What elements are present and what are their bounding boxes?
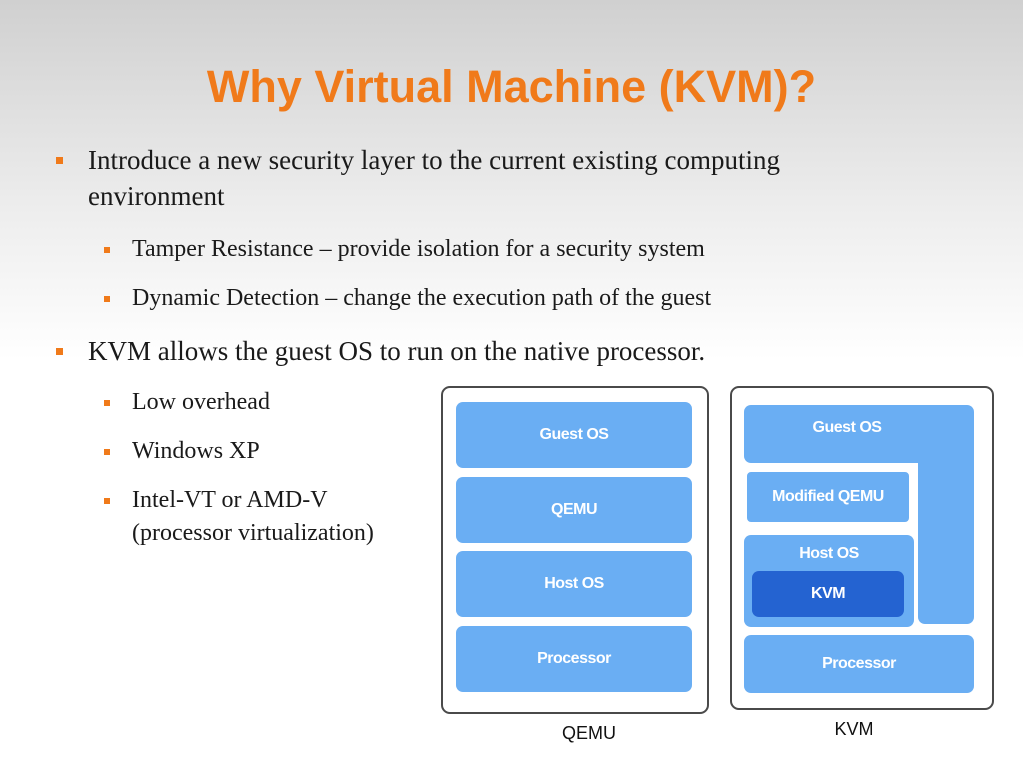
kvm-diagram-panel: Guest OS Modified QEMU Host OS KVM Proce… [730, 386, 994, 710]
bullet-text-line2: (processor virtualization) [132, 520, 374, 546]
bullet-tamper-resistance: Tamper Resistance – provide isolation fo… [104, 233, 705, 266]
bullet-text-line1: Intel-VT or AMD-V [132, 487, 328, 513]
kvm-module: KVM [752, 571, 904, 617]
bullet-square-icon [104, 247, 110, 253]
bullet-text: Low overhead [132, 389, 270, 415]
kvm-host-os-label: Host OS [799, 545, 859, 562]
kvm-layer-guest-os-column [918, 448, 974, 624]
bullet-square-icon [104, 498, 110, 504]
bullet-square-icon [104, 296, 110, 302]
bullet-square-icon [104, 400, 110, 406]
kvm-guest-os-label: Guest OS [812, 419, 882, 436]
bullet-introduce: Introduce a new security layer to the cu… [56, 142, 781, 214]
qemu-diagram-panel: Guest OS QEMU Host OS Processor [441, 386, 709, 714]
kvm-layer-processor: Processor [744, 635, 974, 693]
kvm-layer-modified-qemu: Modified QEMU [744, 469, 912, 525]
bullet-text: Windows XP [132, 438, 260, 464]
bullet-square-icon [56, 157, 63, 164]
bullet-text: Tamper Resistance – provide isolation fo… [132, 236, 705, 262]
bullet-kvm-native: KVM allows the guest OS to run on the na… [56, 333, 706, 369]
slide-title: Why Virtual Machine (KVM)? [206, 61, 817, 112]
qemu-layer-processor: Processor [456, 626, 692, 692]
qemu-layer-guest-os: Guest OS [456, 402, 692, 468]
bullet-square-icon [56, 348, 63, 355]
qemu-caption: QEMU [562, 723, 616, 743]
bullet-intel-vt: Intel-VT or AMD-V (processor virtualizat… [104, 484, 374, 550]
kvm-caption: KVM [834, 719, 874, 739]
bullet-low-overhead: Low overhead [104, 386, 270, 419]
kvm-layer-guest-os: Guest OS [744, 405, 974, 463]
bullet-text: Dynamic Detection – change the execution… [132, 285, 712, 311]
bullet-text-line2: environment [88, 181, 225, 211]
bullet-square-icon [104, 449, 110, 455]
qemu-layer-qemu: QEMU [456, 477, 692, 543]
qemu-layer-host-os: Host OS [456, 551, 692, 617]
bullet-windows-xp: Windows XP [104, 435, 260, 468]
bullet-text-line1: Introduce a new security layer to the cu… [88, 145, 781, 175]
bullet-text: KVM allows the guest OS to run on the na… [88, 336, 706, 366]
bullet-dynamic-detection: Dynamic Detection – change the execution… [104, 282, 712, 315]
